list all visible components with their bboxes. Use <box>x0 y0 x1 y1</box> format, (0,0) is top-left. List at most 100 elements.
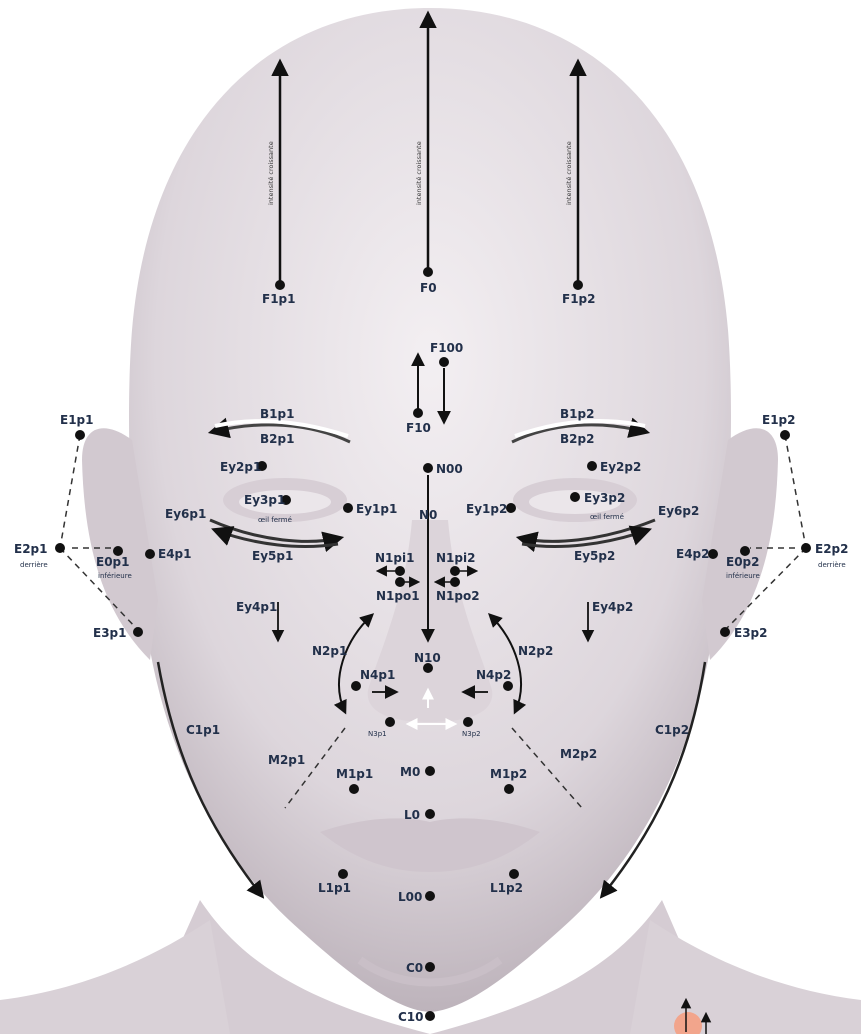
dot-Ey1p1 <box>343 503 353 513</box>
dot-C0 <box>425 962 435 972</box>
label-E4p1: E4p1 <box>158 547 192 561</box>
label-Ey1p2: Ey1p2 <box>466 502 507 516</box>
note-behind-1: derrière <box>20 561 48 569</box>
label-E0p1: E0p1 <box>96 555 130 569</box>
label-Ey3p1: Ey3p1 <box>244 493 285 507</box>
label-F1p1: F1p1 <box>262 292 296 306</box>
note-behind-2: derrière <box>818 561 846 569</box>
note-eye-closed-1: œil fermé <box>258 516 292 524</box>
label-M2p1: M2p1 <box>268 753 305 767</box>
label-N2p1: N2p1 <box>312 644 347 658</box>
dot-E3p1 <box>133 627 143 637</box>
note-lower-2: inférieure <box>726 572 760 580</box>
label-E1p1: E1p1 <box>60 413 94 427</box>
dot-M1p1 <box>349 784 359 794</box>
label-N3p2: N3p2 <box>462 730 481 738</box>
dot-N3p1 <box>385 717 395 727</box>
label-Ey6p1: Ey6p1 <box>165 507 206 521</box>
dot-N1po1 <box>395 577 405 587</box>
label-E4p2: E4p2 <box>676 547 710 561</box>
dot-N4p2 <box>503 681 513 691</box>
dot-Ey2p2 <box>587 461 597 471</box>
label-N4p2: N4p2 <box>476 668 511 682</box>
label-E2p2: E2p2 <box>815 542 849 556</box>
label-Ey5p1: Ey5p1 <box>252 549 293 563</box>
note-eye-closed-2: œil fermé <box>590 513 624 521</box>
label-L0: L0 <box>404 808 420 822</box>
label-B1p1: B1p1 <box>260 407 294 421</box>
note-intensity-3: intensité croissante <box>565 141 573 205</box>
note-intensity-2: intensité croissante <box>415 141 423 205</box>
label-M1p2: M1p2 <box>490 767 527 781</box>
dot-M0 <box>425 766 435 776</box>
dot-N1pi1 <box>395 566 405 576</box>
dot-M1p2 <box>504 784 514 794</box>
label-N00: N00 <box>436 462 463 476</box>
dot-F1p1 <box>275 280 285 290</box>
label-M2p2: M2p2 <box>560 747 597 761</box>
dot-L1p2 <box>509 869 519 879</box>
label-N1po2: N1po2 <box>436 589 480 603</box>
dot-E1p1 <box>75 430 85 440</box>
label-F100: F100 <box>430 341 463 355</box>
label-F1p2: F1p2 <box>562 292 596 306</box>
label-E3p2: E3p2 <box>734 626 768 640</box>
label-Ey2p1: Ey2p1 <box>220 460 261 474</box>
dot-N1pi2 <box>450 566 460 576</box>
note-intensity-1: intensité croissante <box>267 141 275 205</box>
label-C1p1: C1p1 <box>186 723 220 737</box>
label-N4p1: N4p1 <box>360 668 395 682</box>
dot-F1p2 <box>573 280 583 290</box>
label-N0: N0 <box>419 508 437 522</box>
label-B1p2: B1p2 <box>560 407 594 421</box>
label-N3p1: N3p1 <box>368 730 387 738</box>
dot-E1p2 <box>780 430 790 440</box>
dot-F100 <box>439 357 449 367</box>
label-E0p2: E0p2 <box>726 555 760 569</box>
label-C1p2: C1p2 <box>655 723 689 737</box>
dot-E2p2 <box>801 543 811 553</box>
label-L1p2: L1p2 <box>490 881 523 895</box>
label-Ey4p2: Ey4p2 <box>592 600 633 614</box>
dot-L00 <box>425 891 435 901</box>
label-N1pi1: N1pi1 <box>375 551 414 565</box>
dot-E4p2 <box>708 549 718 559</box>
label-L1p1: L1p1 <box>318 881 351 895</box>
dot-E3p2 <box>720 627 730 637</box>
label-C10: C10 <box>398 1010 424 1024</box>
dot-F0 <box>423 267 433 277</box>
label-E2p1: E2p1 <box>14 542 48 556</box>
label-B2p2: B2p2 <box>560 432 594 446</box>
label-F10: F10 <box>406 421 431 435</box>
dot-L0 <box>425 809 435 819</box>
label-M0: M0 <box>400 765 420 779</box>
dot-L1p1 <box>338 869 348 879</box>
label-L00: L00 <box>398 890 422 904</box>
label-B2p1: B2p1 <box>260 432 294 446</box>
dot-N4p1 <box>351 681 361 691</box>
dot-E2p1 <box>55 543 65 553</box>
note-lower-1: inférieure <box>98 572 132 580</box>
label-N1pi2: N1pi2 <box>436 551 475 565</box>
label-N10: N10 <box>414 651 441 665</box>
label-M1p1: M1p1 <box>336 767 373 781</box>
label-N2p2: N2p2 <box>518 644 553 658</box>
label-Ey6p2: Ey6p2 <box>658 504 699 518</box>
label-Ey2p2: Ey2p2 <box>600 460 641 474</box>
dot-N00 <box>423 463 433 473</box>
dot-Ey1p2 <box>506 503 516 513</box>
label-Ey1p1: Ey1p1 <box>356 502 397 516</box>
label-C0: C0 <box>406 961 423 975</box>
label-N1po1: N1po1 <box>376 589 420 603</box>
dot-C10 <box>425 1011 435 1021</box>
label-Ey4p1: Ey4p1 <box>236 600 277 614</box>
label-E3p1: E3p1 <box>93 626 127 640</box>
label-F0: F0 <box>420 281 437 295</box>
label-Ey3p2: Ey3p2 <box>584 491 625 505</box>
dot-F10 <box>413 408 423 418</box>
dot-N3p2 <box>463 717 473 727</box>
dot-N1po2 <box>450 577 460 587</box>
label-Ey5p2: Ey5p2 <box>574 549 615 563</box>
dot-Ey3p2 <box>570 492 580 502</box>
